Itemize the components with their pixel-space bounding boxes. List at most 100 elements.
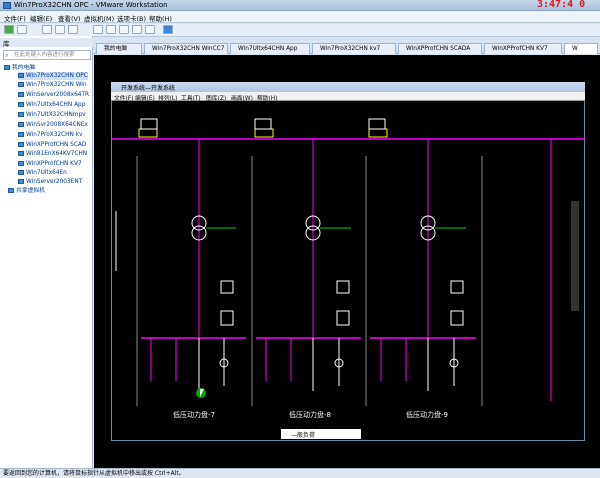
tab-vm[interactable]: Win7Ultx64CHN App	[230, 43, 310, 54]
guest-menu-file[interactable]: 文件(F)	[114, 96, 134, 102]
panel-tag	[368, 128, 388, 138]
vm-icon	[18, 92, 24, 97]
menu-edit[interactable]: 编辑(E)	[30, 15, 53, 23]
unity-icon[interactable]	[132, 25, 142, 34]
vm-icon	[18, 170, 24, 175]
vm-icon	[18, 151, 24, 156]
library-header: 库	[0, 38, 93, 48]
transformer-icon	[305, 225, 321, 241]
guest-menu-library[interactable]: 图库(Z)	[206, 96, 227, 102]
meter-box	[220, 280, 234, 294]
console-view-icon[interactable]	[145, 25, 155, 34]
motor-icon	[334, 358, 344, 368]
menu-bar: 文件(F) 编辑(E) 查看(V) 虚拟机(M) 选项卡(B) 帮助(H)	[0, 11, 600, 23]
tree-item-vm[interactable]: Win7ProX32CHN kv	[18, 131, 83, 139]
search-icon: ⌕	[5, 52, 9, 59]
tree-item-vm[interactable]: WinServer2008x64TR	[18, 91, 89, 99]
guest-menu-screen[interactable]: 画面(W)	[231, 96, 253, 102]
meter-box	[368, 118, 386, 130]
power-on-icon[interactable]	[4, 25, 14, 34]
stretch-guest-icon[interactable]	[163, 25, 173, 34]
tree-item-vm[interactable]: WinXPProfCHN SCAD	[18, 141, 86, 149]
tree-item-vm[interactable]: WinServer2003ENT	[18, 178, 82, 186]
transformer-icon	[191, 215, 207, 231]
bottom-label-bg	[281, 429, 361, 439]
status-bar: 要返回到您的计算机，请将鼠标指针从虚拟机中移出或按 Ctrl+Alt。	[0, 468, 600, 478]
fullscreen-icon[interactable]	[119, 25, 129, 34]
meter-box	[220, 310, 234, 326]
tree-item-vm[interactable]: Win7UltX32CHNmpv	[18, 111, 86, 119]
meter-box	[450, 280, 464, 294]
vm-icon	[18, 122, 24, 127]
tab-my-computer[interactable]: 我的电脑	[96, 43, 142, 54]
motor-icon	[219, 358, 229, 368]
tab-vm[interactable]: Win7ProX32CHN WinCC7	[144, 43, 228, 54]
vm-icon	[18, 102, 24, 107]
panel-name: 低压动力盘-8	[289, 410, 331, 419]
meter-box	[254, 118, 272, 130]
library-toggle-icon[interactable]	[93, 25, 103, 34]
tabs-bar: 我的电脑 Win7ProX32CHN WinCC7 Win7Ultx64CHN …	[94, 42, 600, 54]
tree-item-vm[interactable]: Win7ProX32CHN OPC	[18, 72, 88, 80]
revert-snapshot-icon[interactable]	[55, 25, 65, 34]
vm-icon	[18, 82, 24, 87]
menu-view[interactable]: 查看(V)	[58, 15, 81, 23]
tab-vm[interactable]: WinXPProfCHN SCADA	[398, 43, 482, 54]
meter-box	[336, 310, 350, 326]
suspend-icon[interactable]	[17, 25, 27, 34]
toolbar	[0, 24, 600, 37]
bottom-label: —般负荷	[291, 431, 315, 439]
guest-menu-arrange[interactable]: 排列(L)	[158, 96, 178, 102]
tab-vm[interactable]: Win7ProX32CHN kv7	[312, 43, 396, 54]
tree-item-vm[interactable]: Win7Ultx64En	[18, 169, 67, 177]
title-bar: Win7ProX32CHN OPC - VMware Workstation 3…	[0, 0, 600, 11]
meter-box	[140, 118, 158, 130]
motor-icon	[449, 358, 459, 368]
meter-box	[450, 310, 464, 326]
tree-item-vm[interactable]: WinXPProfCHN KV7	[18, 160, 82, 168]
guest-title: 开发系统—开发系统	[121, 85, 176, 92]
guest-menu-tools[interactable]: 工具(T)	[181, 96, 201, 102]
mouse-cursor-icon	[200, 389, 208, 397]
menu-help[interactable]: 帮助(H)	[149, 15, 172, 23]
guest-menu-edit[interactable]: 编辑(E)	[135, 96, 155, 102]
tab-vm-active[interactable]: W	[564, 43, 598, 54]
vmware-app-icon	[3, 2, 11, 9]
tree-item-vm[interactable]: Win7Ultx64CHN App	[18, 101, 85, 109]
tree-item-vm[interactable]: WinSvr2008X64CNEx	[18, 121, 88, 129]
window-title: Win7ProX32CHN OPC - VMware Workstation	[14, 1, 168, 9]
guest-menu-bar: 文件(F) 编辑(E) 排列(L) 工具(T) 图库(Z) 画面(W) 帮助(H…	[111, 92, 585, 102]
vm-icon	[18, 179, 24, 184]
panel-7: 低压动力盘-7	[141, 139, 246, 419]
transformer-icon	[305, 215, 321, 231]
library-search-input[interactable]: 在此处键入内容进行搜索	[3, 50, 91, 60]
menu-tabs[interactable]: 选项卡(B)	[117, 15, 147, 23]
menu-vm[interactable]: 虚拟机(M)	[84, 15, 115, 23]
tree-item-shared[interactable]: 共享虚拟机	[8, 187, 45, 195]
transformer-icon	[420, 225, 436, 241]
vm-icon	[18, 132, 24, 137]
tree-item-vm[interactable]: Win7ProX32CHN Win	[18, 81, 87, 89]
vm-icon	[18, 142, 24, 147]
tab-vm[interactable]: WinXPProfCHN KV7	[484, 43, 562, 54]
guest-menu-help[interactable]: 帮助(H)	[257, 96, 278, 102]
tree-root-my-computer[interactable]: 我的电脑	[4, 64, 35, 72]
library-sidebar	[0, 36, 93, 468]
vm-icon	[18, 73, 24, 78]
snapshot-manager-icon[interactable]	[68, 25, 78, 34]
snapshot-icon[interactable]	[42, 25, 52, 34]
transformer-icon	[191, 225, 207, 241]
guest-window	[111, 82, 585, 441]
panel-tag	[138, 128, 158, 138]
shared-vm-icon	[8, 188, 14, 193]
guest-scrollbar[interactable]	[571, 201, 579, 311]
vm-icon	[18, 112, 24, 117]
meter-box	[336, 280, 350, 294]
menu-file[interactable]: 文件(F)	[4, 15, 26, 23]
transformer-icon	[420, 215, 436, 231]
panel-name: 低压动力盘-7	[173, 410, 215, 419]
tree-item-vm[interactable]: Win81EnX64KV7CHN	[18, 150, 87, 158]
panel-name: 低压动力盘-9	[406, 410, 448, 419]
thumbnail-icon[interactable]	[106, 25, 116, 34]
panel-tag	[254, 128, 274, 138]
